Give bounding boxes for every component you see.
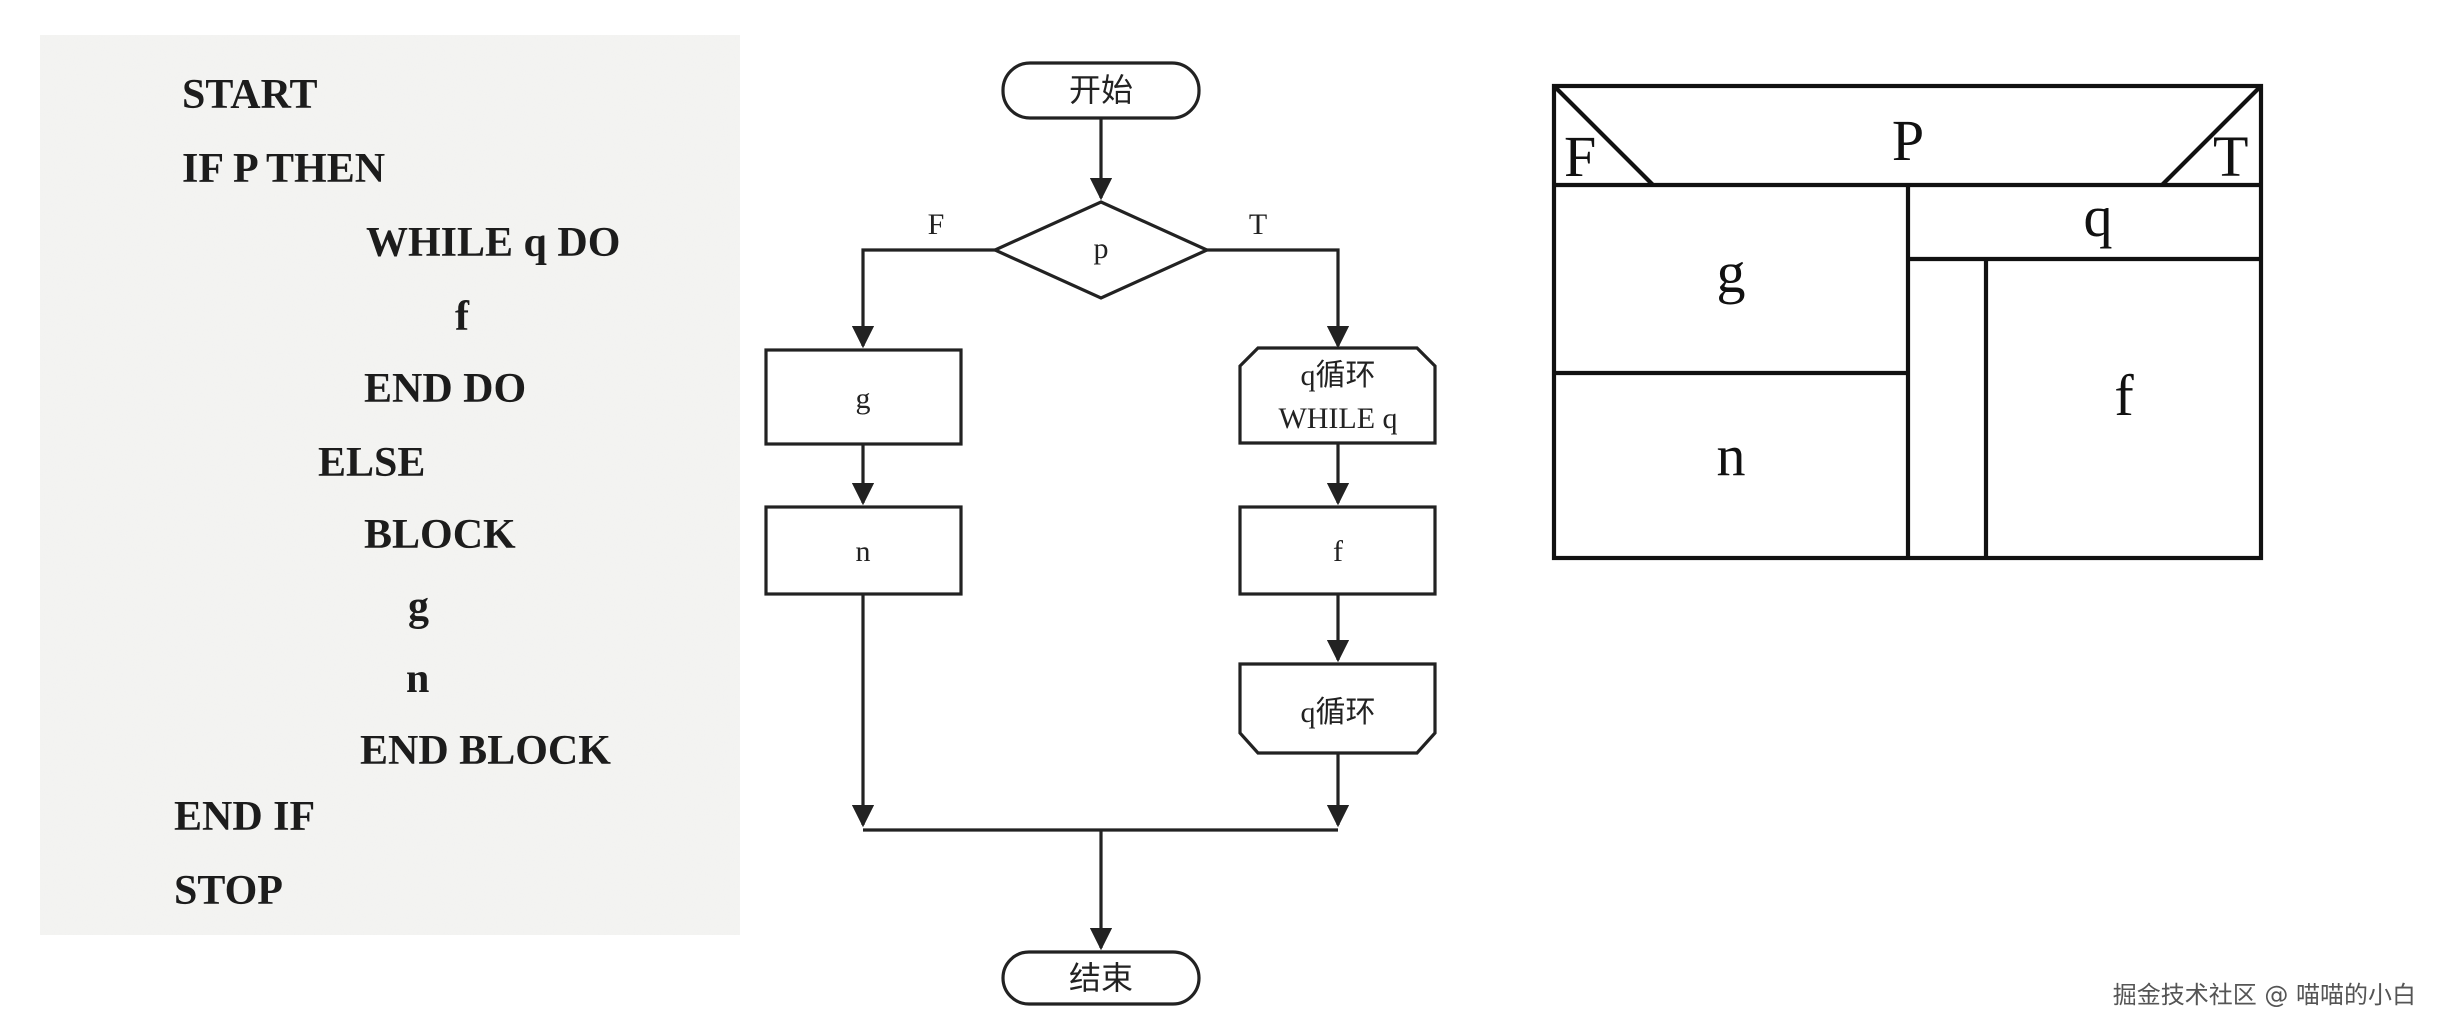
false-branch-label: F — [928, 208, 945, 241]
ns-true-diagonal — [2160, 84, 2263, 187]
loop-start-label-1: q循环 — [1301, 359, 1376, 392]
pseudocode-panel: START IF P THEN WHILE q DO f END DO ELSE… — [40, 35, 740, 935]
ns-condition-label: P — [1892, 108, 1924, 173]
scan-texture — [40, 35, 740, 935]
code-line-f: f — [455, 294, 470, 340]
flowchart: 开始 p F T g n q循环 WHILE q f q循环 结束 — [764, 61, 1437, 1006]
true-branch-label: T — [1249, 208, 1267, 241]
code-line-g: g — [408, 584, 429, 630]
loop-start-label-2: WHILE q — [1278, 402, 1397, 435]
code-line-n: n — [406, 656, 429, 702]
process-n-label: n — [856, 535, 871, 568]
ns-true-label: T — [2213, 124, 2248, 189]
ns-diagram: P F T g n q f — [1551, 83, 2264, 561]
code-line-if: IF P THEN — [182, 146, 385, 192]
ns-false-diagonal — [1552, 84, 1655, 187]
process-f-box — [1238, 505, 1437, 596]
end-label: 结束 — [1069, 960, 1133, 996]
ns-false-label: F — [1564, 124, 1596, 189]
code-line-end-block: END BLOCK — [360, 728, 611, 774]
process-f-label: f — [1333, 535, 1343, 568]
ns-loop-condition: q — [2084, 184, 2113, 249]
decision-diamond — [991, 200, 1211, 300]
watermark: 掘金技术社区 @ 喵喵的小白 — [2112, 981, 2416, 1009]
code-line-while: WHILE q DO — [366, 220, 620, 266]
code-line-start: START — [182, 72, 317, 118]
start-label: 开始 — [1069, 72, 1133, 108]
decision-label: p — [1094, 232, 1109, 265]
code-line-else: ELSE — [318, 440, 425, 486]
process-g-label: g — [856, 382, 871, 415]
ns-loop-body: f — [2114, 363, 2134, 428]
false-branch-line — [851, 248, 995, 349]
process-g-box — [764, 348, 963, 446]
code-line-end-if: END IF — [174, 794, 315, 840]
ns-cell-g: g — [1717, 240, 1746, 305]
end-terminator — [1001, 950, 1201, 1006]
code-line-stop: STOP — [174, 868, 283, 914]
true-branch-line — [1207, 248, 1350, 349]
process-n-box — [764, 505, 963, 596]
loop-end-label: q循环 — [1301, 696, 1376, 729]
loop-start-box — [1238, 346, 1437, 445]
loop-end-box — [1238, 662, 1437, 755]
code-line-block: BLOCK — [364, 512, 516, 558]
ns-cell-n: n — [1717, 423, 1746, 488]
code-line-end-do: END DO — [364, 366, 526, 412]
